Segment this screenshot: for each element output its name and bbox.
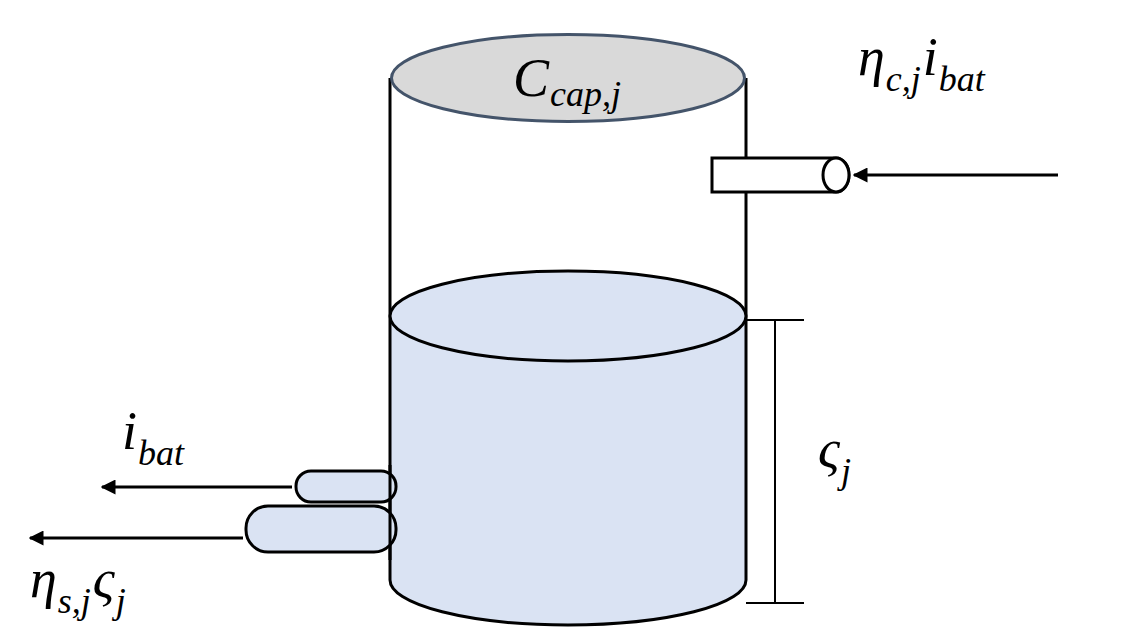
capacity-ellipse-shape (392, 35, 745, 122)
subscript: bat (138, 435, 184, 471)
tank-bottom (390, 580, 746, 625)
tank-wall (389, 465, 392, 560)
liquid-surface (390, 271, 746, 361)
symbol: C (513, 51, 549, 105)
level-bracket (774, 320, 776, 603)
level-bracket (746, 602, 804, 604)
inflow-arrow (854, 174, 1058, 177)
outflow-arrow (102, 486, 292, 489)
outflow-label: ibat (122, 404, 186, 458)
node-text-holder: Ccap,j (390, 33, 746, 123)
inflow-label: ηc,jibat (858, 30, 987, 84)
subscript: bat (939, 61, 985, 97)
symbol: η (858, 30, 885, 84)
outlet-pipe (296, 471, 396, 502)
outflow-arrow (30, 537, 243, 540)
capacity-ellipse: Ccap,j (390, 33, 746, 123)
subscript: s,j (58, 583, 91, 619)
subscript: j (841, 453, 851, 489)
inlet-pipe-end (823, 158, 849, 192)
inlet-pipe (712, 158, 849, 192)
outflow-label: ηs,jςj (30, 552, 128, 606)
level-bracket (746, 319, 804, 321)
subscript: cap,j (550, 76, 621, 112)
subscript: j (116, 583, 126, 619)
tank-wall (745, 78, 748, 580)
symbol: η (30, 552, 57, 606)
symbol: ς (818, 422, 840, 476)
tank-wall (389, 78, 392, 580)
symbol: i (122, 404, 137, 458)
level-label: ςj (818, 422, 853, 476)
subscript: c,j (886, 61, 921, 97)
symbol: i (923, 30, 938, 84)
outlet-pipe (246, 506, 396, 552)
symbol: ς (93, 552, 115, 606)
